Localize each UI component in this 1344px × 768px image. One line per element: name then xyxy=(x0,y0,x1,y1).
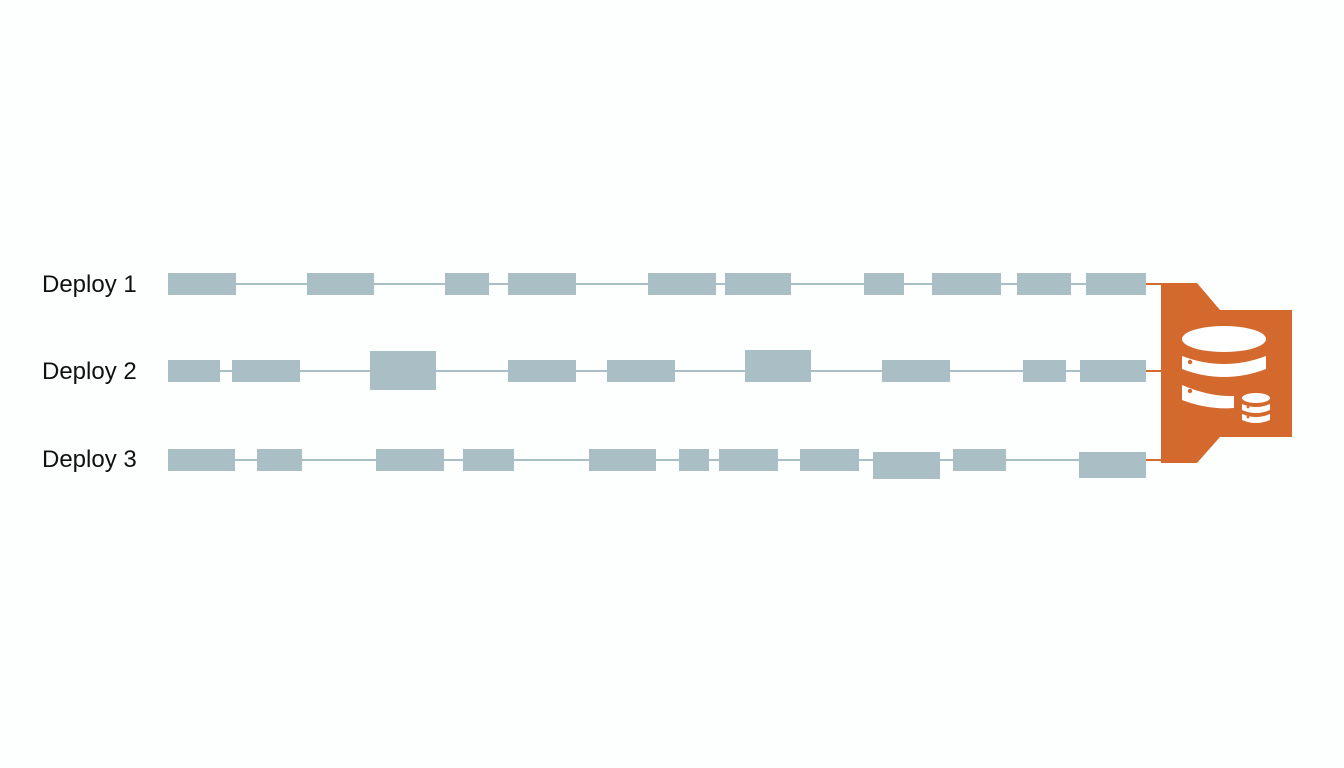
lane-blocks xyxy=(168,350,1146,390)
deploy-step-block xyxy=(648,273,716,295)
deploy-step-block xyxy=(508,273,576,295)
deploy-step-block xyxy=(376,449,444,471)
deploy-step-block xyxy=(1017,273,1071,295)
deploy-step-block xyxy=(864,273,904,295)
deploy-step-block xyxy=(719,449,778,471)
lane-label-deploy-1: Deploy 1 xyxy=(42,271,137,298)
deploy-step-block xyxy=(882,360,950,382)
deploy-step-block xyxy=(1086,273,1146,295)
lane-label-deploy-2: Deploy 2 xyxy=(42,358,137,385)
deploy-step-block xyxy=(873,452,940,479)
lane-blocks xyxy=(168,449,1146,479)
deploy-step-block xyxy=(953,449,1006,471)
deploy-step-block xyxy=(679,449,709,471)
deploy-step-block xyxy=(1079,452,1146,478)
deploy-step-block xyxy=(307,273,374,295)
deploy-step-block xyxy=(257,449,302,471)
database-icon xyxy=(1182,326,1270,423)
lane-blocks xyxy=(168,273,1146,295)
deploy-step-block xyxy=(168,360,220,382)
deploy-step-block xyxy=(445,273,489,295)
deploy-step-block xyxy=(607,360,675,382)
deploy-step-block xyxy=(168,273,236,295)
deploy-step-block xyxy=(508,360,576,382)
lane-deploy-3: Deploy 3 xyxy=(42,446,1164,479)
deploy-step-block xyxy=(168,449,235,471)
deploy-step-block xyxy=(1080,360,1146,382)
database-target xyxy=(1161,283,1292,463)
deploy-step-block xyxy=(932,273,1001,295)
lane-deploy-1: Deploy 1 xyxy=(42,271,1164,298)
deploy-step-block xyxy=(745,350,811,382)
lane-label-deploy-3: Deploy 3 xyxy=(42,446,137,473)
deploy-step-block xyxy=(725,273,791,295)
deploy-step-block xyxy=(800,449,859,471)
deploy-step-block xyxy=(1023,360,1066,382)
deploy-step-block xyxy=(463,449,514,471)
deploy-step-block xyxy=(370,351,436,390)
deploy-step-block xyxy=(589,449,656,471)
deploy-step-block xyxy=(232,360,300,382)
lane-deploy-2: Deploy 2 xyxy=(42,350,1164,390)
